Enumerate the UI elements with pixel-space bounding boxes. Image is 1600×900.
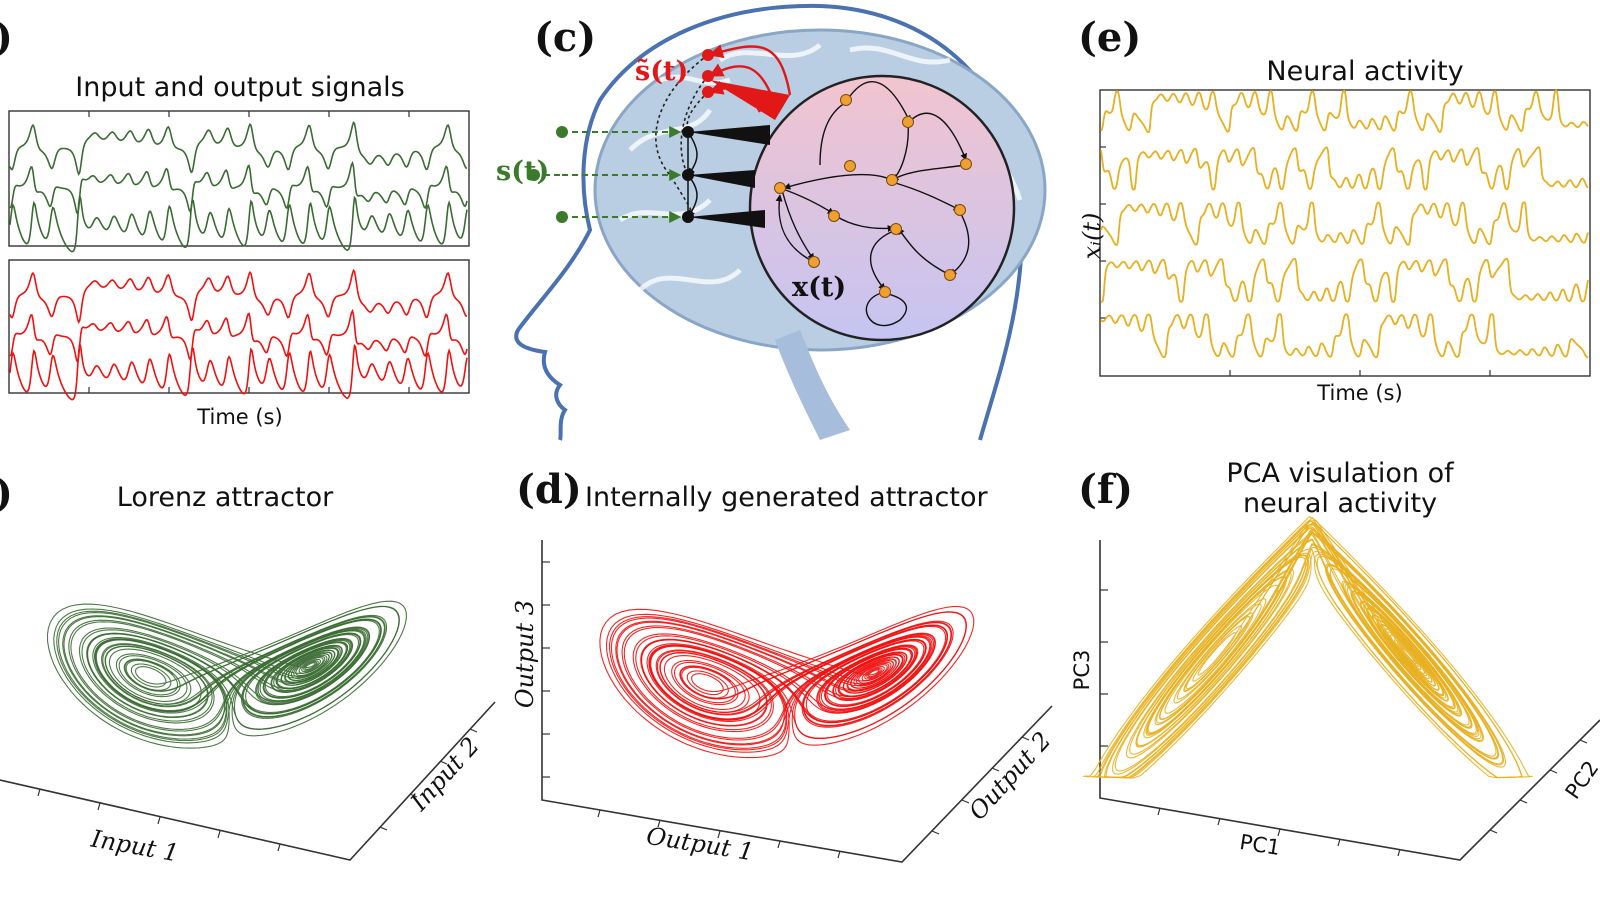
panel-c: (c) — [490, 0, 1070, 450]
output-trace — [9, 343, 468, 401]
lorenz-curve-segment — [70, 615, 386, 730]
lorenz-curve-segment — [46, 603, 328, 749]
panel-f: (f) PCA visulation of neural activity PC… — [1070, 450, 1600, 900]
panel-d: (d) Internally generated attractor Outpu… — [500, 450, 1070, 900]
output-trace — [9, 269, 468, 325]
panel-d-axis3: Output 3 — [511, 599, 539, 709]
input-signals-box — [8, 110, 470, 247]
pca-curve-segment — [1111, 525, 1507, 775]
brainstem — [775, 330, 850, 440]
panel-d-title: Internally generated attractor — [585, 482, 988, 513]
lorenz-curve-segment — [63, 605, 400, 736]
neural-trace — [1100, 201, 1589, 246]
3d-axes — [541, 540, 1053, 863]
lorenz-attractor-plot — [0, 600, 496, 861]
input-trace — [9, 195, 468, 253]
reservoir-state-label: x(t) — [792, 272, 847, 303]
internal-curve-segment — [616, 611, 967, 745]
panel-a-xlabel: Time (s) — [197, 405, 283, 429]
input-signal-traces — [9, 121, 468, 253]
panel-f-title-line1: PCA visulation of — [1226, 458, 1454, 489]
internal-curve-segment — [599, 608, 892, 759]
readout-network — [528, 44, 792, 228]
neural-ticks — [1100, 146, 1491, 376]
internal-curve-segment — [624, 621, 953, 739]
pca-curve-segment — [1082, 515, 1430, 779]
panel-label-e: (e) — [1078, 14, 1142, 61]
output-signal-traces — [9, 269, 468, 401]
pca-curve-segment — [1105, 521, 1524, 779]
panel-e: (e) Neural activity xᵢ(t) Time (s) — [1070, 0, 1600, 450]
pca-curve-segment — [1103, 523, 1504, 778]
brain-reservoir-diagram — [514, 3, 1047, 441]
panel-e-ylabel: xᵢ(t) — [1078, 212, 1106, 260]
time-ticks — [88, 111, 410, 393]
internal-curve-segment — [605, 613, 933, 753]
neural-activity-box — [1099, 89, 1591, 377]
internal-curve-segment — [610, 617, 948, 749]
reservoir-circle — [748, 74, 1016, 342]
reservoir-graph — [774, 81, 972, 327]
lorenz-curve-segment — [87, 600, 407, 737]
panel-b-title: Lorenz attractor — [116, 482, 334, 513]
input-signal-label: s(t) — [496, 156, 550, 187]
panel-label-a: ) — [0, 14, 13, 61]
panel-b: ) Lorenz attractor Input 1 Input 2 — [0, 440, 520, 900]
pca-curve-segment — [1136, 522, 1523, 778]
panel-label-b: ) — [0, 470, 13, 517]
panel-a: ) Input and output signals Time (s) — [0, 0, 490, 440]
panel-label-c: (c) — [534, 14, 597, 61]
internal-curve-segment — [641, 606, 975, 746]
panel-f-title-line2: neural activity — [1242, 488, 1438, 519]
3d-axes — [0, 701, 496, 861]
neural-trace — [1100, 146, 1589, 191]
panel-e-xlabel: Time (s) — [1317, 381, 1403, 405]
output-signals-box — [8, 259, 470, 394]
pca-curve-segment — [1090, 516, 1480, 779]
output-signal-label: s̃(t) — [635, 56, 689, 87]
neural-trace — [1100, 89, 1589, 134]
panel-e-title: Neural activity — [1266, 56, 1464, 87]
pca-attractor-trajectory — [1082, 515, 1534, 779]
input-trace — [9, 160, 468, 216]
lorenz-curve-segment — [53, 608, 367, 744]
neural-activity-traces — [1100, 89, 1589, 359]
panel-label-f: (f) — [1078, 466, 1134, 513]
lorenz-attractor-trajectory — [46, 600, 407, 749]
neural-trace — [1100, 313, 1589, 359]
neural-activity-plot — [1099, 89, 1591, 377]
input-trace — [9, 121, 468, 177]
internal-attractor-plot — [541, 540, 1053, 863]
pca-curve-segment — [1114, 528, 1505, 772]
output-trace — [9, 308, 468, 364]
neural-trace — [1101, 257, 1589, 303]
panel-label-d: (d) — [516, 466, 582, 513]
signals-plot — [8, 110, 470, 401]
3d-axes — [1099, 540, 1600, 861]
pca-attractor-plot — [1082, 515, 1600, 861]
panel-f-axis3: PC3 — [1070, 649, 1094, 691]
internal-attractor-trajectory — [599, 606, 975, 759]
panel-a-title: Input and output signals — [75, 72, 405, 103]
